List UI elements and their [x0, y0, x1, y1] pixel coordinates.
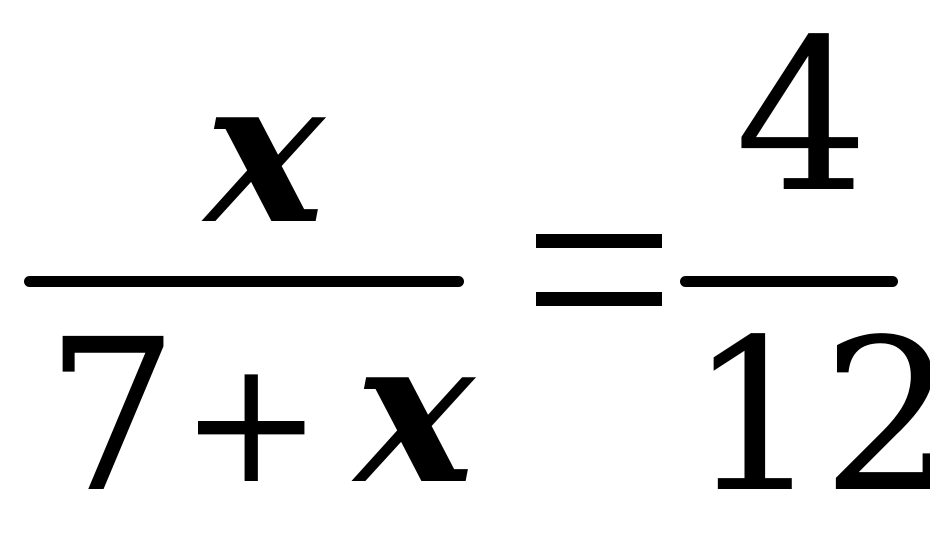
plus-operator: +	[180, 324, 323, 522]
left-denominator-variable: x	[355, 294, 475, 529]
equals-bar-top	[536, 234, 662, 248]
right-denominator: 12	[688, 294, 930, 539]
right-fraction-bar	[680, 276, 898, 287]
left-numerator: x	[205, 34, 325, 269]
equals-bar-bottom	[536, 292, 662, 306]
left-denominator-constant: 7	[45, 294, 179, 539]
right-numerator: 4	[735, 0, 869, 239]
equals-sign: =	[536, 234, 662, 306]
left-fraction-bar	[24, 276, 464, 287]
